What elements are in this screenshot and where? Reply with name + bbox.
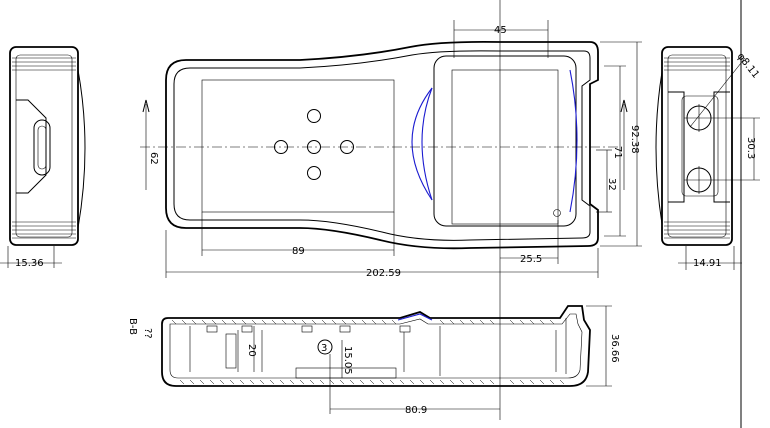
dim-left-view-depth: 15.36 [15, 258, 44, 269]
dim-rib-height: 20 [246, 344, 257, 357]
dim-overall-length: 202.59 [366, 268, 401, 279]
dim-side-height-71: 71 [612, 146, 623, 159]
dim-hole-pitch: 30.3 [745, 137, 756, 159]
dim-boss-height: 15.05 [342, 346, 353, 375]
dim-offset-25: 25.5 [520, 254, 542, 265]
left-end-view: 15.36 [0, 46, 86, 269]
dim-right-view-depth: 14.91 [693, 258, 722, 269]
dim-left-height: 62 [148, 152, 159, 165]
dim-overall-height: 92.38 [629, 125, 640, 154]
dim-side-height-32: 32 [606, 178, 617, 191]
right-end-view: φ8.11 30.3 14.91 [655, 46, 761, 270]
top-view: 62 45 92.38 71 32 89 25.5 202.59 [140, 0, 642, 420]
boss-label: 3 [321, 343, 327, 354]
dim-section-height: 36.66 [609, 334, 620, 363]
section-mark: ?? [142, 328, 153, 339]
dim-section-offset: 80.9 [405, 405, 427, 416]
dim-inner-width: 89 [292, 246, 305, 257]
dim-top-width: 45 [494, 25, 507, 36]
section-label: B-B [127, 318, 138, 335]
section-view: B-B ?? [127, 305, 620, 416]
